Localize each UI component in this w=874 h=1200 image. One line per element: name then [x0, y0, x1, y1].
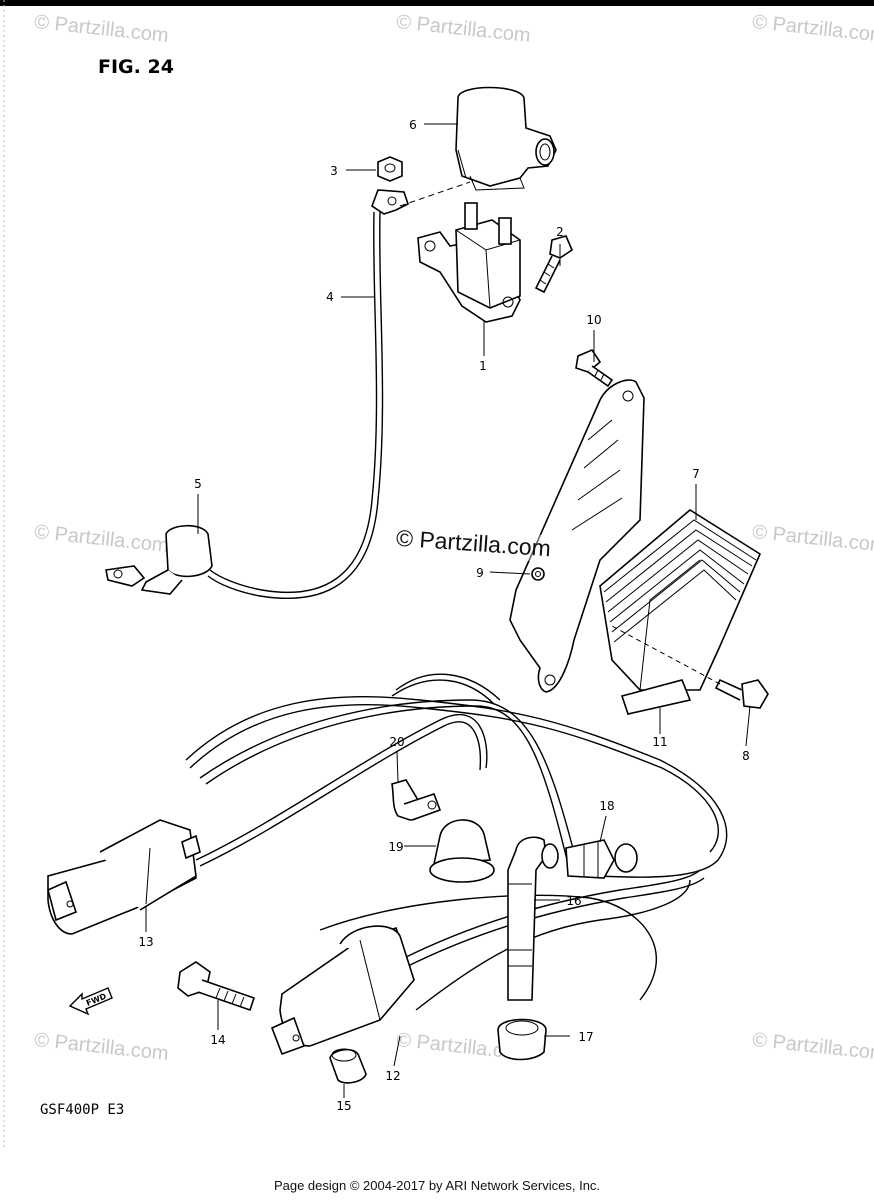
part-3-nut[interactable]: [377, 156, 403, 182]
callout-8[interactable]: 8: [742, 749, 750, 763]
callout-12[interactable]: 12: [385, 1069, 400, 1083]
part-16-plug-cap[interactable]: [507, 836, 559, 1001]
part-9-nut[interactable]: [531, 567, 545, 581]
part-20-clamp[interactable]: [391, 779, 442, 821]
callout-7[interactable]: 7: [692, 467, 700, 481]
callout-3[interactable]: 3: [330, 164, 338, 178]
callout-9[interactable]: 9: [476, 566, 484, 580]
part-5-terminal-cover[interactable]: [105, 524, 213, 595]
part-8-bolt[interactable]: [611, 625, 769, 709]
part-number-callouts: 1 2 3 4 5 6 7 8 9 10 11 12 13 14 15 16 1…: [138, 118, 749, 1113]
part-18-suppressor[interactable]: [565, 839, 638, 879]
part-12-ignition-coil[interactable]: [270, 925, 415, 1056]
callout-17[interactable]: 17: [578, 1030, 593, 1044]
part-17-seal[interactable]: [497, 1018, 547, 1061]
part-14-bolt[interactable]: [177, 961, 256, 1012]
part-11-cushion-pad[interactable]: [620, 679, 692, 715]
callout-13[interactable]: 13: [138, 935, 153, 949]
callout-1[interactable]: 1: [479, 359, 487, 373]
callout-14[interactable]: 14: [210, 1033, 225, 1047]
footer-copyright: Page design © 2004-2017 by ARI Network S…: [273, 1178, 601, 1193]
part-4-battery-cable[interactable]: [207, 181, 471, 600]
fwd-label: FWD: [85, 992, 108, 1008]
part-6-rubber-cap[interactable]: [455, 86, 557, 191]
part-1-starter-relay[interactable]: [417, 202, 521, 323]
callout-18[interactable]: 18: [599, 799, 614, 813]
callout-4[interactable]: 4: [326, 290, 334, 304]
high-tension-cords[interactable]: [185, 673, 728, 1011]
callout-15[interactable]: 15: [336, 1099, 351, 1113]
fwd-arrow-icon: FWD: [68, 987, 113, 1016]
callout-10[interactable]: 10: [586, 313, 601, 327]
callout-11[interactable]: 11: [652, 735, 667, 749]
callout-16[interactable]: 16: [566, 894, 581, 908]
part-15-collar[interactable]: [329, 1048, 367, 1084]
callout-6[interactable]: 6: [409, 118, 417, 132]
callout-2[interactable]: 2: [556, 225, 564, 239]
figure-title: FIG. 24: [98, 56, 174, 78]
part-7-regulator-rectifier[interactable]: [599, 509, 762, 691]
callout-20[interactable]: 20: [389, 735, 404, 749]
part-19-cap[interactable]: [429, 819, 495, 883]
part-2-bolt[interactable]: [534, 235, 573, 294]
callout-5[interactable]: 5: [194, 477, 202, 491]
part-13-ignition-coil[interactable]: [47, 819, 201, 935]
regulator-bracket[interactable]: [509, 379, 645, 693]
leader-lines: [145, 123, 751, 1098]
callout-19[interactable]: 19: [388, 840, 403, 854]
model-code: GSF400P E3: [40, 1102, 125, 1118]
